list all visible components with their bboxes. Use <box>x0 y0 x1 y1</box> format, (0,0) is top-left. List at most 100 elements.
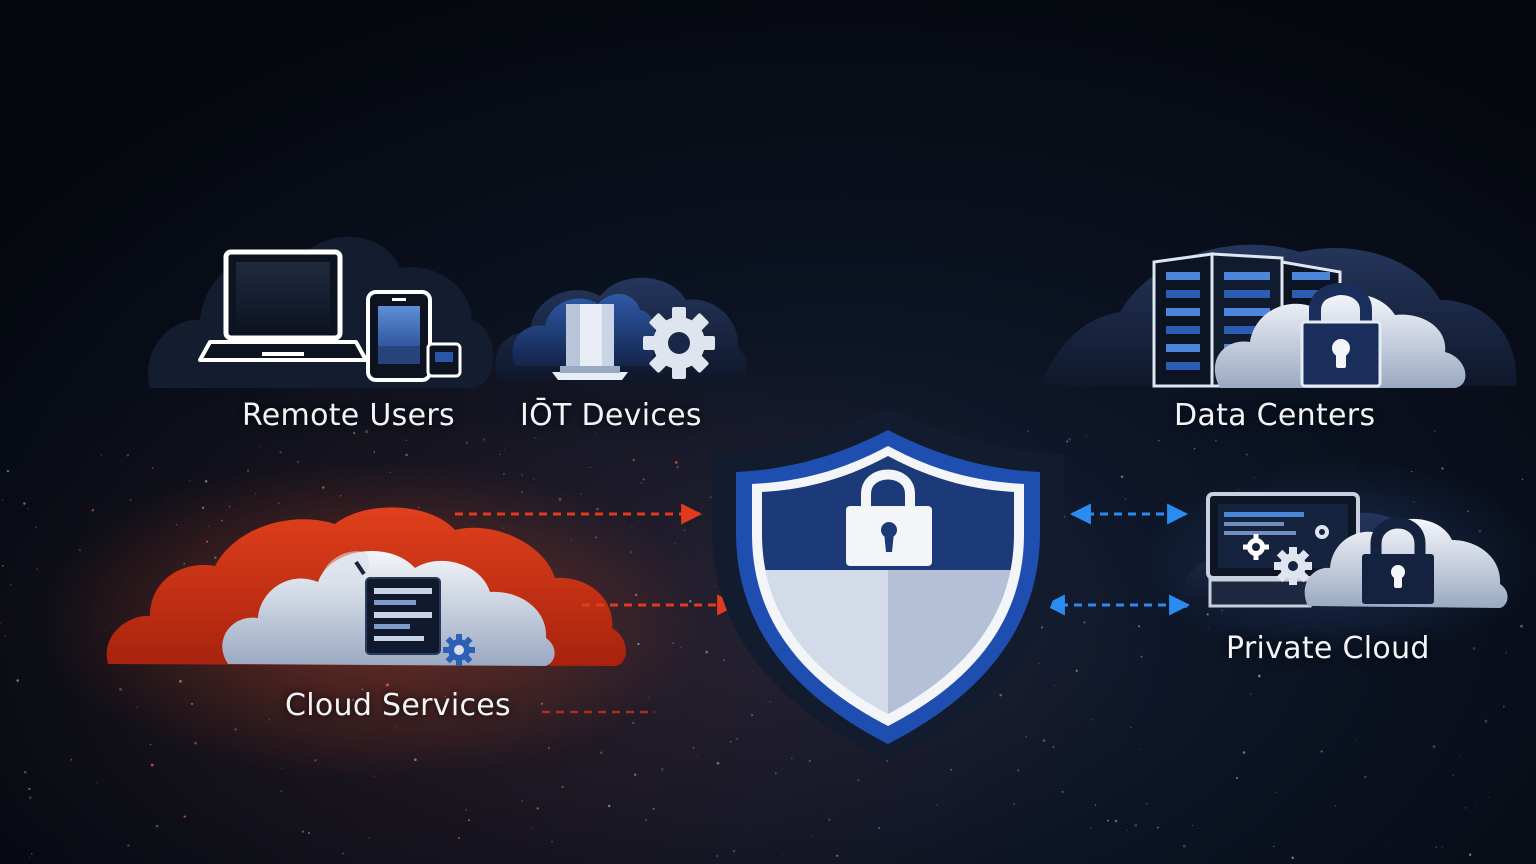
star <box>6 470 9 473</box>
star <box>875 822 877 824</box>
star <box>730 741 732 743</box>
gear-icon <box>643 307 715 379</box>
star <box>468 819 471 822</box>
star <box>1114 819 1118 823</box>
remote-users-label: Remote Users <box>242 398 455 433</box>
connections <box>455 503 1191 714</box>
star <box>36 568 38 570</box>
star <box>696 755 697 757</box>
rack-slot <box>1166 308 1200 316</box>
star <box>676 465 680 469</box>
data-centers-label: Data Centers <box>1174 398 1376 433</box>
gear-icon <box>1243 534 1269 560</box>
star <box>1458 754 1461 756</box>
gear-icon <box>1274 547 1312 585</box>
star <box>751 714 754 717</box>
star <box>189 480 191 482</box>
data-centers-node[interactable] <box>1040 244 1517 388</box>
star <box>1354 739 1356 741</box>
star <box>1075 669 1078 672</box>
star <box>1182 844 1186 848</box>
star <box>774 772 777 775</box>
star <box>31 852 33 855</box>
star <box>534 437 536 439</box>
star <box>1126 830 1128 832</box>
star <box>674 460 678 464</box>
star <box>828 818 831 821</box>
star <box>1468 853 1472 856</box>
star <box>1502 705 1505 708</box>
rack-slot <box>1224 290 1270 298</box>
star <box>246 469 250 472</box>
star <box>642 478 645 481</box>
star <box>1125 498 1127 500</box>
star <box>1235 777 1239 780</box>
star <box>608 791 610 793</box>
star <box>499 453 501 456</box>
iot-devices-label: IŌT Devices <box>520 398 702 433</box>
star <box>632 721 635 724</box>
star <box>886 760 889 763</box>
star <box>735 737 739 741</box>
gear-icon <box>443 634 475 666</box>
star <box>149 743 152 746</box>
star <box>1061 790 1064 793</box>
star <box>23 502 26 505</box>
star <box>127 844 130 847</box>
star <box>280 790 283 792</box>
star <box>1193 447 1196 450</box>
server-icon <box>552 304 628 380</box>
star <box>722 659 726 662</box>
padlock-icon <box>846 469 932 566</box>
star <box>307 831 310 835</box>
phone-icon <box>426 342 462 378</box>
star <box>1089 827 1092 830</box>
star <box>551 840 553 843</box>
star <box>457 836 460 840</box>
star <box>561 786 564 788</box>
cloud-services-node[interactable] <box>40 460 700 780</box>
star <box>705 650 709 654</box>
star <box>1505 652 1507 654</box>
star <box>781 854 783 856</box>
star <box>3 635 6 638</box>
padlock-icon <box>1300 283 1382 388</box>
star <box>1320 750 1323 753</box>
star <box>836 854 839 857</box>
star <box>28 856 30 858</box>
star <box>151 467 154 469</box>
star <box>28 796 32 800</box>
remote-users-node[interactable] <box>148 236 494 388</box>
star <box>1137 625 1141 628</box>
star <box>0 622 2 625</box>
star <box>521 799 524 802</box>
star <box>1134 824 1138 827</box>
star <box>129 499 132 502</box>
rack-slot <box>1292 272 1330 280</box>
star <box>1130 726 1132 728</box>
star <box>1250 693 1252 696</box>
rack-slot <box>1166 272 1200 280</box>
star <box>857 779 860 782</box>
star <box>279 451 283 454</box>
star <box>353 432 356 435</box>
star <box>1120 475 1124 478</box>
star <box>1157 826 1159 829</box>
star <box>1158 439 1160 442</box>
star <box>599 751 603 755</box>
star <box>124 491 127 493</box>
rack-slot <box>1224 272 1270 280</box>
star <box>810 835 812 836</box>
star <box>155 824 159 828</box>
private-cloud-node[interactable] <box>1140 460 1536 660</box>
star <box>660 767 664 771</box>
star <box>100 454 103 456</box>
shield-icon[interactable] <box>712 408 1064 760</box>
star <box>405 439 407 442</box>
star <box>1192 824 1194 826</box>
iot-devices-node[interactable] <box>495 277 747 380</box>
star <box>1042 739 1046 743</box>
star <box>580 493 582 495</box>
star <box>301 830 305 833</box>
